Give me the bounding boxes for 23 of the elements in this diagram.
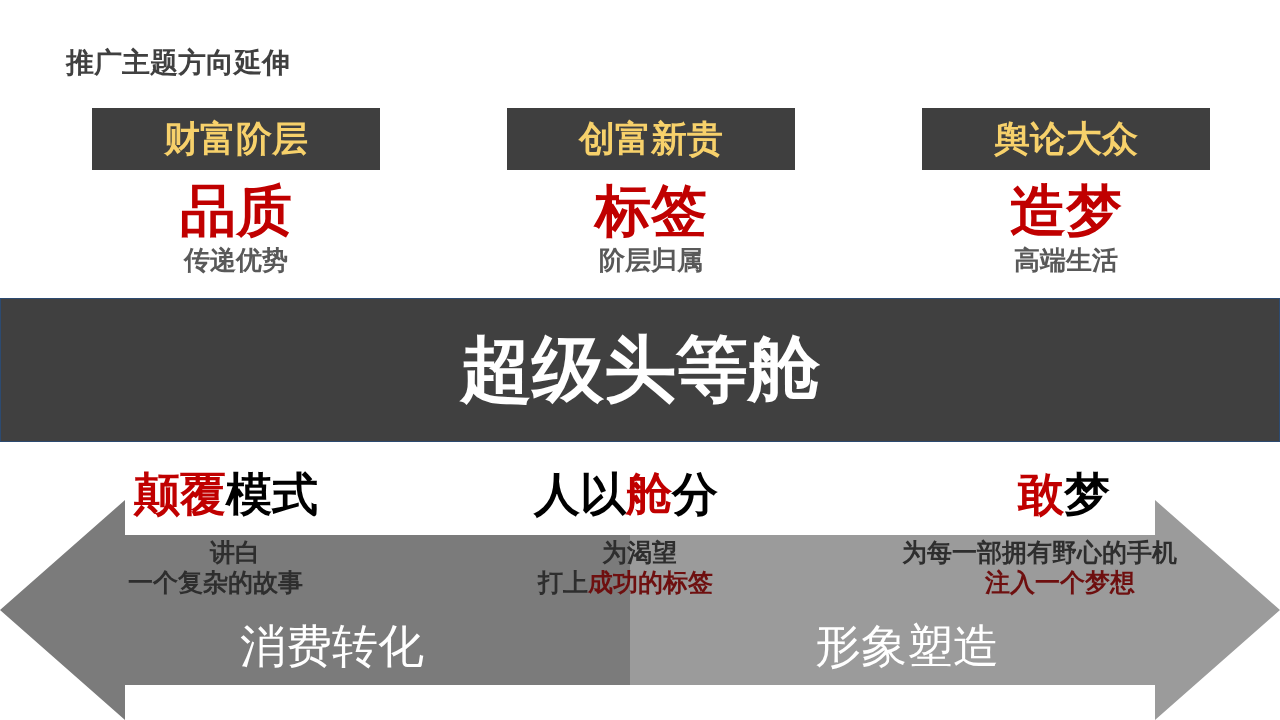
slogan-note: 打上成功的标签 — [538, 568, 713, 598]
banner-title: 超级头等舱 — [460, 326, 820, 413]
slogan-note: 为每一部拥有野心的手机 — [902, 538, 1177, 568]
slogan-heading: 敢梦 — [1018, 466, 1110, 522]
slogan-heading: 人以舱分 — [534, 466, 718, 522]
slogan-note: 一个复杂的故事 — [128, 568, 303, 598]
slogan-heading: 颠覆模式 — [134, 466, 318, 522]
arrow-label: 消费转化 — [240, 618, 424, 674]
keyword-text: 造梦 — [1010, 178, 1122, 244]
category-header: 创富新贵 — [507, 108, 795, 170]
slogan-note: 为渴望 — [602, 538, 677, 568]
slogan-note: 注入一个梦想 — [985, 568, 1135, 598]
subtitle-text: 传递优势 — [184, 244, 288, 276]
slogan-note: 讲白 — [210, 538, 260, 568]
keyword-text: 标签 — [595, 178, 707, 244]
slide-title: 推广主题方向延伸 — [66, 45, 290, 81]
subtitle-text: 阶层归属 — [599, 244, 703, 276]
category-header: 财富阶层 — [92, 108, 380, 170]
category-header: 舆论大众 — [922, 108, 1210, 170]
arrow-label: 形象塑造 — [815, 618, 999, 674]
subtitle-text: 高端生活 — [1014, 244, 1118, 276]
keyword-text: 品质 — [180, 178, 292, 244]
banner — [0, 298, 1280, 442]
